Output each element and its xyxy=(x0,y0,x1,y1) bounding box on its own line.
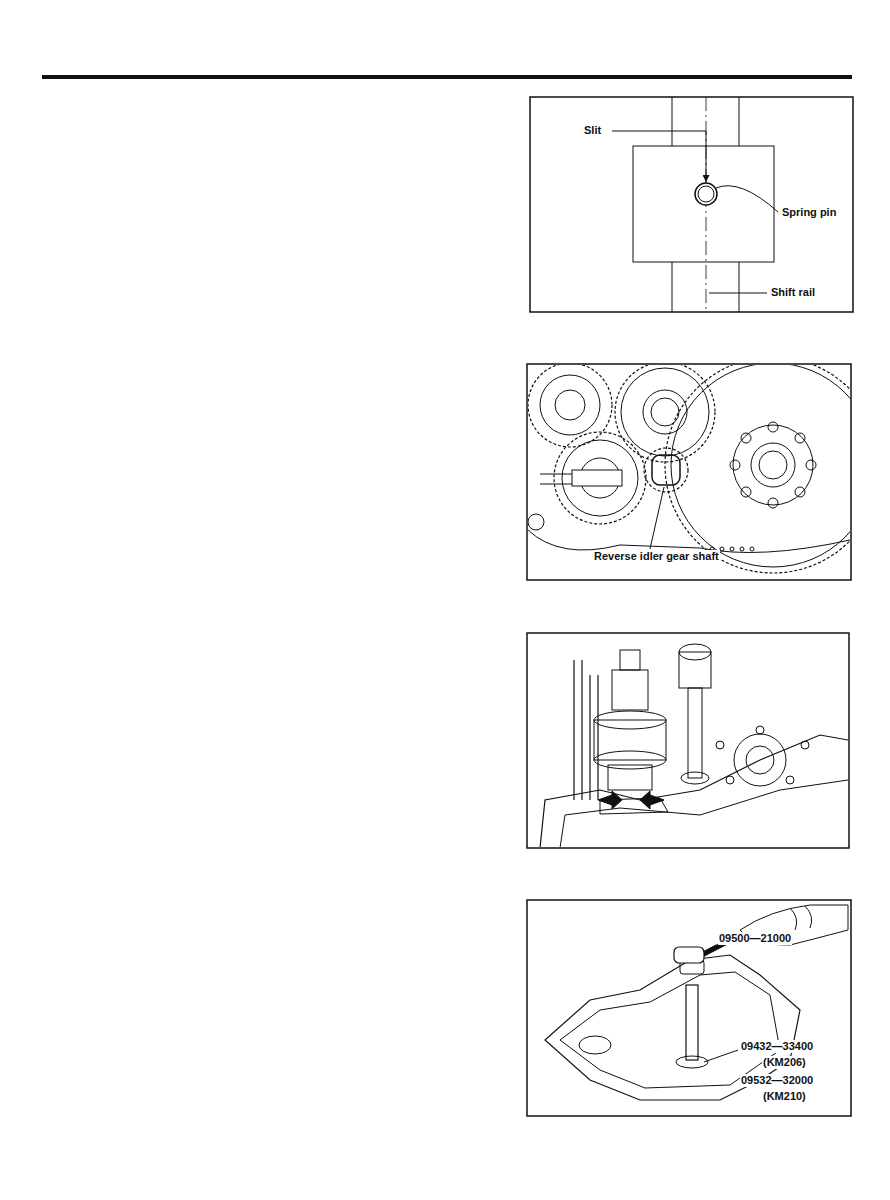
part-label: Reverse idler gear shaft xyxy=(593,550,720,563)
shift-fork-figure xyxy=(527,633,849,848)
part-label: Slit xyxy=(583,124,602,137)
tool-number: 09432—33400 xyxy=(740,1040,814,1053)
tool-number: (KM210) xyxy=(762,1090,807,1103)
tool-number: 09532—32000 xyxy=(740,1074,814,1087)
part-label: Shift rail xyxy=(770,286,816,299)
gear-figure xyxy=(527,357,881,580)
header-rule xyxy=(42,75,852,79)
part-label: Spring pin xyxy=(781,206,837,219)
tool-number: 09500—21000 xyxy=(718,932,792,945)
installer-figure xyxy=(527,900,851,1116)
tool-number: (KM206) xyxy=(762,1056,807,1069)
shift-rail-figure xyxy=(530,97,853,312)
